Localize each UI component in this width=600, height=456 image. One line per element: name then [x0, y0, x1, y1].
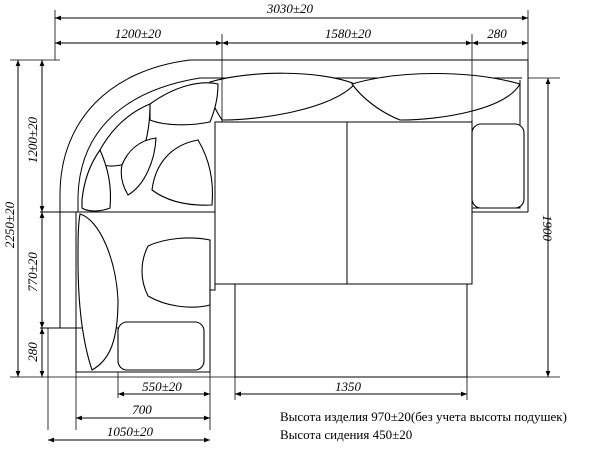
corner-cushion-1 [149, 82, 219, 126]
corner-cushion-3 [81, 148, 112, 212]
label-arm-width: 280 [487, 26, 507, 41]
right-arm-cushion [471, 123, 525, 209]
label-bed-length: 1350 [335, 379, 362, 394]
left-back-cushion [77, 213, 119, 371]
seat-frame [214, 121, 473, 285]
back-cushion-2 [351, 72, 521, 121]
label-straight-width: 1580±20 [325, 26, 372, 41]
back-cushion-1 [208, 72, 356, 121]
corner-seat-1 [151, 139, 213, 206]
note-height: Высота изделия 970±20(без учета высоты п… [280, 409, 567, 424]
sofa-back-outer [59, 59, 529, 212]
sofa-back-inner [77, 77, 522, 212]
bottom-arm-cushion [117, 321, 205, 371]
label-seat-depth: 550±20 [142, 379, 182, 394]
label-side-width: 1050±20 [107, 424, 154, 439]
corner-seat-2 [120, 137, 157, 196]
label-bottom-arm: 280 [25, 342, 40, 362]
label-inner-width: 700 [132, 402, 152, 417]
pullout-bed [234, 283, 468, 378]
dimension-labels: 3030±20 1200±20 1580±20 280 2250±20 1200… [2, 1, 555, 439]
cushions [77, 72, 525, 371]
dimension-lines [15, 15, 551, 443]
label-corner-depth: 1200±20 [25, 116, 40, 163]
label-side-depth: 770±20 [25, 252, 40, 292]
label-total-depth: 2250±20 [2, 201, 17, 248]
notes: Высота изделия 970±20(без учета высоты п… [280, 409, 567, 442]
left-section [59, 212, 211, 373]
note-seat-height: Высота сидения 450±20 [280, 427, 412, 442]
label-right-depth: 1900 [540, 215, 555, 242]
label-corner-width: 1200±20 [115, 26, 162, 41]
left-seat-cushion [141, 237, 211, 308]
label-total-width: 3030±20 [266, 1, 314, 16]
